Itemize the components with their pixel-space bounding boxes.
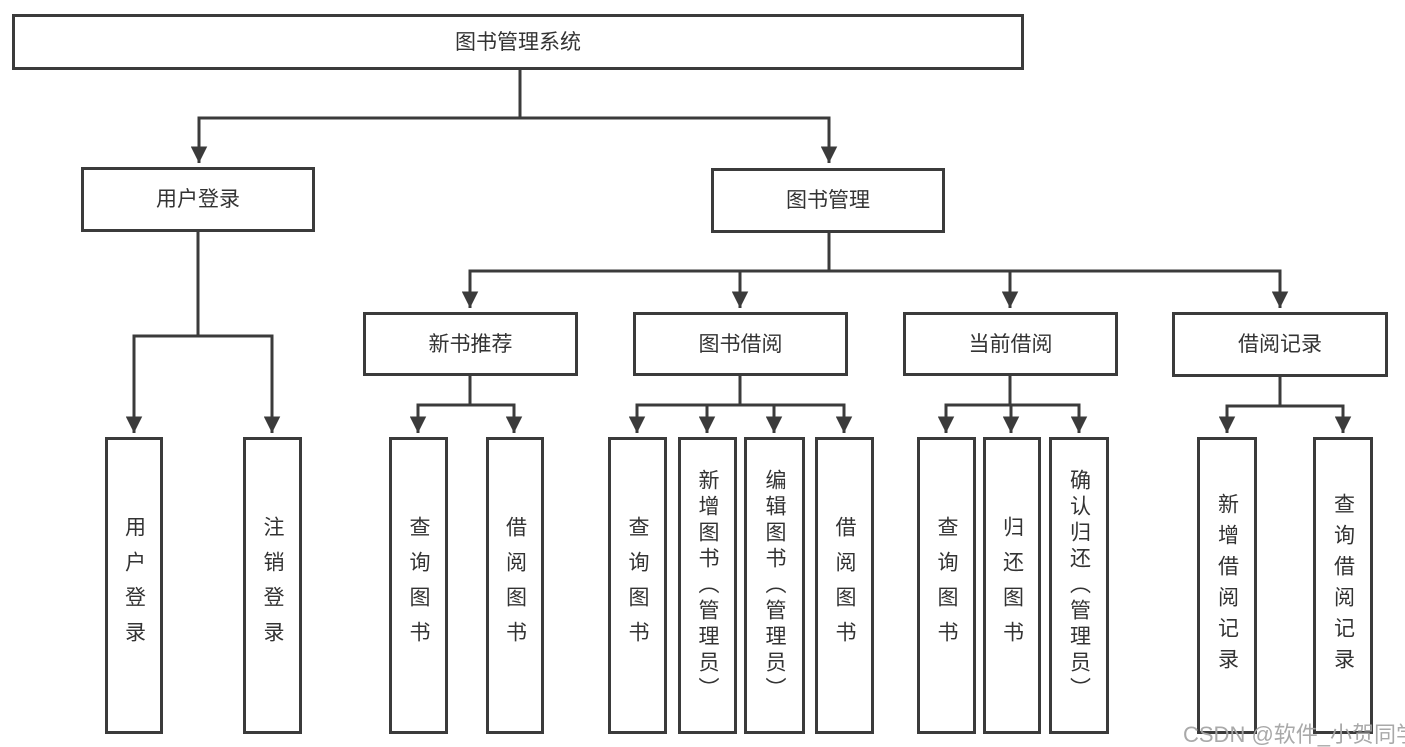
leaf-add-borrow-record-label: 新增借阅记录	[1215, 492, 1239, 679]
leaf-add-books-admin: 新增图书（管理员）	[678, 437, 737, 734]
leaf-borrow-books-borrowing-label: 借阅图书	[833, 515, 856, 656]
leaf-borrow-books-borrowing: 借阅图书	[815, 437, 874, 734]
node-current-borrowing: 当前借阅	[903, 312, 1118, 376]
leaf-add-books-admin-label: 新增图书（管理员）	[696, 468, 719, 703]
leaf-query-books-newbook-label: 查询图书	[407, 515, 430, 656]
leaf-borrow-books-newbook-label: 借阅图书	[503, 515, 527, 656]
leaf-query-borrow-record-label: 查询借阅记录	[1331, 492, 1355, 679]
leaf-return-books-label: 归还图书	[1000, 515, 1024, 656]
connector-borrow-records-to-leaves	[1218, 377, 1352, 433]
node-user-login-label: 用户登录	[156, 188, 240, 211]
node-current-borrowing-label: 当前借阅	[968, 332, 1053, 356]
leaf-borrow-books-newbook: 借阅图书	[486, 437, 544, 734]
connector-book-mgmt-to-level2	[461, 233, 1289, 308]
node-borrowing-records: 借阅记录	[1172, 312, 1388, 377]
connector-new-book-to-leaves	[409, 376, 523, 433]
leaf-return-books: 归还图书	[983, 437, 1041, 734]
connector-current-borrow-to-leaves	[937, 376, 1088, 433]
leaf-edit-books-admin: 编辑图书（管理员）	[744, 437, 805, 734]
node-book-borrowing: 图书借阅	[633, 312, 848, 376]
leaf-confirm-return-admin: 确认归还（管理员）	[1049, 437, 1109, 734]
leaf-logout: 注销登录	[243, 437, 302, 734]
node-root: 图书管理系统	[12, 14, 1024, 70]
node-book-management-label: 图书管理	[786, 189, 870, 212]
node-book-borrowing-label: 图书借阅	[698, 332, 783, 356]
leaf-query-books-borrowing-label: 查询图书	[626, 515, 649, 656]
leaf-add-borrow-record: 新增借阅记录	[1197, 437, 1257, 734]
node-book-management: 图书管理	[711, 168, 945, 233]
leaf-confirm-return-admin-label: 确认归还（管理员）	[1067, 468, 1091, 703]
leaf-query-books-newbook: 查询图书	[389, 437, 448, 734]
leaf-query-books-current: 查询图书	[917, 437, 976, 734]
node-new-book-recommend: 新书推荐	[363, 312, 578, 376]
leaf-query-borrow-record: 查询借阅记录	[1313, 437, 1373, 734]
connector-book-borrow-to-leaves	[628, 376, 853, 433]
node-new-book-recommend-label: 新书推荐	[428, 332, 513, 356]
node-user-login: 用户登录	[81, 167, 315, 232]
connector-root-to-level1	[190, 70, 838, 163]
leaf-edit-books-admin-label: 编辑图书（管理员）	[763, 468, 786, 703]
leaf-query-books-borrowing: 查询图书	[608, 437, 667, 734]
node-borrowing-records-label: 借阅记录	[1238, 333, 1322, 356]
leaf-query-books-current-label: 查询图书	[935, 515, 958, 656]
leaf-user-login-label: 用户登录	[122, 515, 146, 656]
csdn-watermark: CSDN @软件_小贺同学	[1183, 722, 1405, 747]
leaf-logout-label: 注销登录	[261, 515, 284, 656]
connector-user-login-to-leaves	[125, 232, 281, 433]
leaf-user-login: 用户登录	[105, 437, 163, 734]
node-root-label: 图书管理系统	[455, 30, 581, 54]
